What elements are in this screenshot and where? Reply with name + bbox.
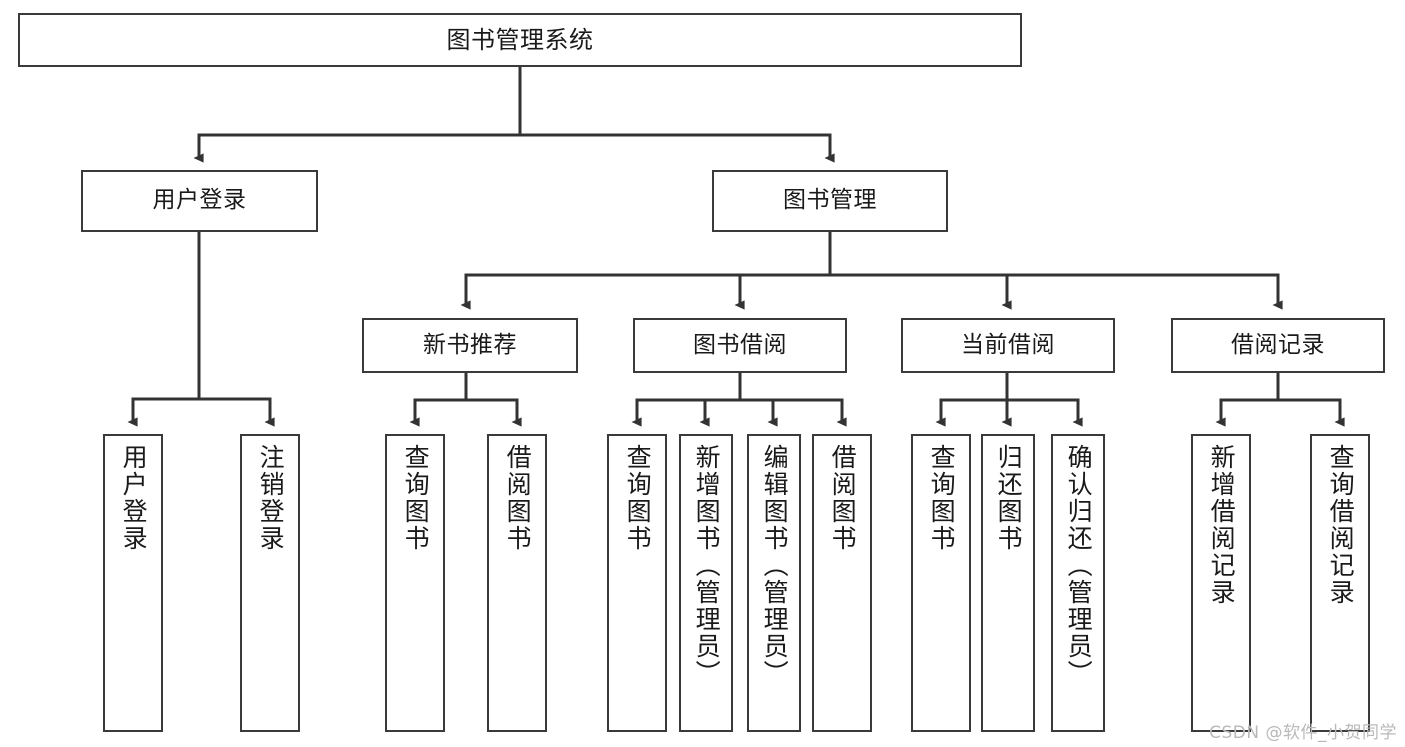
leaf-borrow-record-add-label: 新增借阅记录	[1207, 444, 1237, 606]
leaf-user-login-signin[interactable]: 用户登录	[103, 434, 163, 732]
node-root-label: 图书管理系统	[446, 25, 594, 54]
node-root[interactable]: 图书管理系统	[18, 13, 1022, 67]
node-new-book-recommend[interactable]: 新书推荐	[362, 318, 578, 373]
leaf-user-login-signin-label: 用户登录	[119, 444, 149, 552]
node-borrow-record-label: 借阅记录	[1231, 331, 1325, 358]
leaf-new-book-borrow-label: 借阅图书	[503, 444, 533, 552]
leaf-book-borrow-borrow-label: 借阅图书	[828, 444, 858, 552]
node-new-book-recommend-label: 新书推荐	[423, 331, 517, 358]
node-current-borrow-label: 当前借阅	[961, 331, 1055, 358]
leaf-book-borrow-borrow[interactable]: 借阅图书	[812, 434, 872, 732]
leaf-borrow-record-query-label: 查询借阅记录	[1326, 444, 1356, 606]
leaf-book-borrow-edit[interactable]: 编辑图书（管理员）	[747, 434, 801, 732]
leaf-user-login-signout[interactable]: 注销登录	[240, 434, 300, 732]
leaf-current-borrow-confirm[interactable]: 确认归还（管理员）	[1051, 434, 1105, 732]
csdn-watermark: CSDN @软件_小贺同学	[1209, 723, 1397, 743]
leaf-book-borrow-add[interactable]: 新增图书（管理员）	[679, 434, 733, 732]
leaf-book-borrow-query[interactable]: 查询图书	[607, 434, 667, 732]
leaf-new-book-borrow[interactable]: 借阅图书	[487, 434, 547, 732]
node-borrow-record[interactable]: 借阅记录	[1171, 318, 1385, 373]
node-book-borrow[interactable]: 图书借阅	[633, 318, 847, 373]
leaf-user-login-signout-label: 注销登录	[256, 444, 286, 552]
leaf-current-borrow-return[interactable]: 归还图书	[981, 434, 1035, 732]
leaf-current-borrow-query[interactable]: 查询图书	[911, 434, 971, 732]
node-current-borrow[interactable]: 当前借阅	[901, 318, 1115, 373]
node-user-login[interactable]: 用户登录	[81, 170, 318, 232]
leaf-borrow-record-add[interactable]: 新增借阅记录	[1191, 434, 1251, 732]
leaf-book-borrow-edit-label: 编辑图书（管理员）	[760, 444, 790, 687]
node-book-management-label: 图书管理	[783, 187, 877, 214]
leaf-current-borrow-confirm-label: 确认归还（管理员）	[1064, 444, 1094, 687]
leaf-current-borrow-query-label: 查询图书	[927, 444, 957, 552]
leaf-book-borrow-add-label: 新增图书（管理员）	[692, 444, 722, 687]
leaf-current-borrow-return-label: 归还图书	[994, 444, 1024, 552]
node-book-borrow-label: 图书借阅	[693, 331, 787, 358]
node-book-management[interactable]: 图书管理	[712, 170, 948, 232]
leaf-borrow-record-query[interactable]: 查询借阅记录	[1310, 434, 1370, 732]
leaf-book-borrow-query-label: 查询图书	[623, 444, 653, 552]
leaf-new-book-query[interactable]: 查询图书	[385, 434, 445, 732]
node-user-login-label: 用户登录	[152, 187, 247, 214]
leaf-new-book-query-label: 查询图书	[401, 444, 431, 552]
